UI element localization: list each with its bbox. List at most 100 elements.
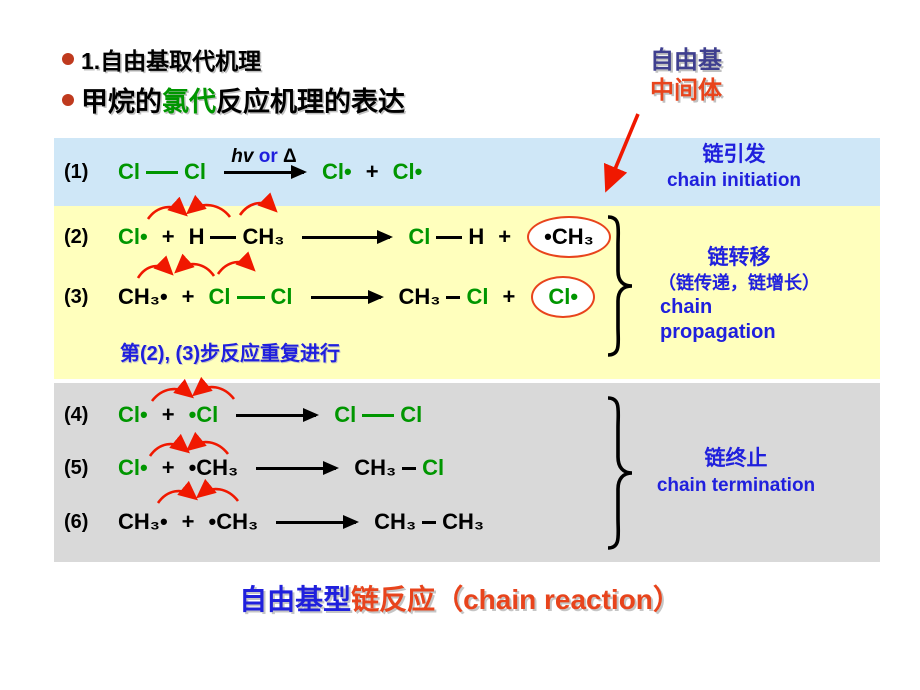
reaction-arrow bbox=[302, 235, 391, 239]
reaction-arrow bbox=[276, 520, 357, 524]
initiation-label-en: chain initiation bbox=[666, 170, 802, 191]
intermediate-callout: 自由基 中间体 bbox=[602, 46, 770, 106]
species: Cl bbox=[208, 284, 231, 309]
species: •CH₃ bbox=[208, 509, 259, 534]
species: Cl• bbox=[118, 402, 148, 427]
reaction-condition-label: hv or Δ bbox=[216, 146, 312, 168]
bond bbox=[422, 520, 437, 524]
plus-operator: + bbox=[498, 224, 512, 249]
equation-row-3: (3) CH₃• + Cl Cl CH₃ Cl + Cl• bbox=[64, 275, 596, 319]
species: CH₃ bbox=[242, 224, 285, 249]
reaction-arrow bbox=[256, 466, 337, 470]
species: Cl bbox=[184, 159, 206, 184]
propagation-label-en2: propagation bbox=[660, 321, 776, 343]
plus-operator: + bbox=[365, 159, 379, 184]
plus-operator: + bbox=[502, 284, 516, 309]
bullet-icon bbox=[62, 53, 74, 65]
species: CH₃• bbox=[118, 509, 168, 534]
species: CH₃ bbox=[354, 455, 397, 480]
species: •CH₃ bbox=[188, 455, 239, 480]
equation-row-4: (4) Cl• + •Cl Cl Cl bbox=[64, 393, 426, 437]
intermediate-line-2: 中间体 bbox=[650, 77, 722, 104]
reaction-arrow bbox=[310, 295, 381, 299]
bond bbox=[402, 466, 417, 470]
plus-operator: + bbox=[161, 455, 175, 480]
footer-caption-red: 链反应（chain reaction） bbox=[351, 584, 681, 615]
title-text-2-highlight: 氯代 bbox=[162, 87, 216, 117]
species: H bbox=[468, 224, 485, 249]
equation-row-1: (1) Cl Cl hv or Δ Cl• + Cl• bbox=[64, 146, 426, 194]
species: •Cl bbox=[188, 402, 219, 427]
species: Cl bbox=[408, 224, 431, 249]
title-line-1: 1.自由基取代机理 bbox=[62, 42, 261, 76]
equation-number: (3) bbox=[64, 285, 89, 308]
species: H bbox=[188, 224, 205, 249]
propagation-panel bbox=[54, 206, 880, 379]
circled-species: •CH₃ bbox=[527, 216, 611, 258]
footer-caption-blue: 自由基型 bbox=[239, 584, 352, 615]
species: Cl• bbox=[322, 159, 352, 184]
termination-label-cn: 链终止 bbox=[704, 447, 768, 470]
equation-number: (1) bbox=[64, 160, 89, 183]
bond bbox=[436, 235, 463, 239]
equation-row-2: (2) Cl• + H CH₃ Cl H + •CH₃ bbox=[64, 215, 611, 259]
propagation-label-cn2: （链传递，链增长） bbox=[658, 273, 820, 293]
species: Cl bbox=[466, 284, 489, 309]
initiation-label-cn: 链引发 bbox=[702, 143, 766, 166]
species: CH₃ bbox=[398, 284, 441, 309]
propagation-label-cn1: 链转移 bbox=[707, 246, 771, 269]
bond bbox=[446, 295, 461, 299]
species: Cl• bbox=[118, 224, 148, 249]
bond bbox=[210, 235, 237, 239]
plus-operator: + bbox=[161, 402, 175, 427]
bond bbox=[236, 295, 265, 299]
plus-operator: + bbox=[161, 224, 175, 249]
species: Cl• bbox=[548, 284, 579, 309]
intermediate-line-1: 自由基 bbox=[650, 47, 722, 74]
species: Cl bbox=[422, 455, 445, 480]
bullet-icon bbox=[62, 93, 74, 106]
title-text-1: 1.自由基取代机理 bbox=[81, 48, 262, 74]
species: CH₃ bbox=[374, 509, 417, 534]
equation-number: (2) bbox=[64, 225, 89, 248]
initiation-label: 链引发 chain initiation bbox=[645, 141, 823, 193]
bond bbox=[362, 413, 395, 417]
footer-caption: 自由基型链反应（chain reaction） bbox=[0, 578, 920, 618]
species: CH₃• bbox=[118, 284, 168, 309]
title-text-2: 甲烷的氯代反应机理的表达 bbox=[81, 80, 405, 119]
title-text-2-pre: 甲烷的 bbox=[81, 87, 162, 117]
equation-number: (5) bbox=[64, 456, 89, 479]
title-line-2: 甲烷的氯代反应机理的表达 bbox=[62, 80, 405, 119]
termination-label-en: chain termination bbox=[656, 475, 816, 496]
title-text-2-post: 反应机理的表达 bbox=[216, 87, 405, 117]
reaction-arrow bbox=[236, 413, 317, 417]
equation-number: (4) bbox=[64, 403, 89, 426]
condition-text: Δ bbox=[283, 145, 297, 167]
species: Cl bbox=[270, 284, 293, 309]
species: CH₃ bbox=[442, 509, 485, 534]
propagation-label: 链转移 （链传递，链增长） chain propagation bbox=[636, 244, 842, 345]
species: Cl bbox=[118, 159, 140, 184]
equation-row-6: (6) CH₃• + •CH₃ CH₃ CH₃ bbox=[64, 500, 488, 544]
plus-operator: + bbox=[181, 284, 195, 309]
condition-text: hv bbox=[231, 145, 254, 167]
propagation-label-en1: chain bbox=[660, 296, 713, 318]
species: Cl• bbox=[118, 455, 148, 480]
equation-row-5: (5) Cl• + •CH₃ CH₃ Cl bbox=[64, 446, 448, 490]
termination-label: 链终止 chain termination bbox=[628, 445, 844, 498]
circled-species: Cl• bbox=[531, 276, 596, 318]
termination-panel bbox=[54, 383, 880, 562]
brace-propagation bbox=[607, 215, 633, 357]
species: Cl bbox=[400, 402, 423, 427]
propagation-note: 第(2), (3)步反应重复进行 bbox=[120, 343, 340, 365]
initiation-panel bbox=[54, 138, 880, 206]
bond bbox=[146, 170, 178, 174]
species: •CH₃ bbox=[544, 224, 594, 249]
brace-termination bbox=[607, 396, 633, 550]
species: Cl• bbox=[392, 159, 423, 184]
equation-number: (6) bbox=[64, 510, 89, 533]
species: Cl bbox=[334, 402, 357, 427]
reaction-arrow: hv or Δ bbox=[224, 146, 304, 174]
plus-operator: + bbox=[181, 509, 195, 534]
